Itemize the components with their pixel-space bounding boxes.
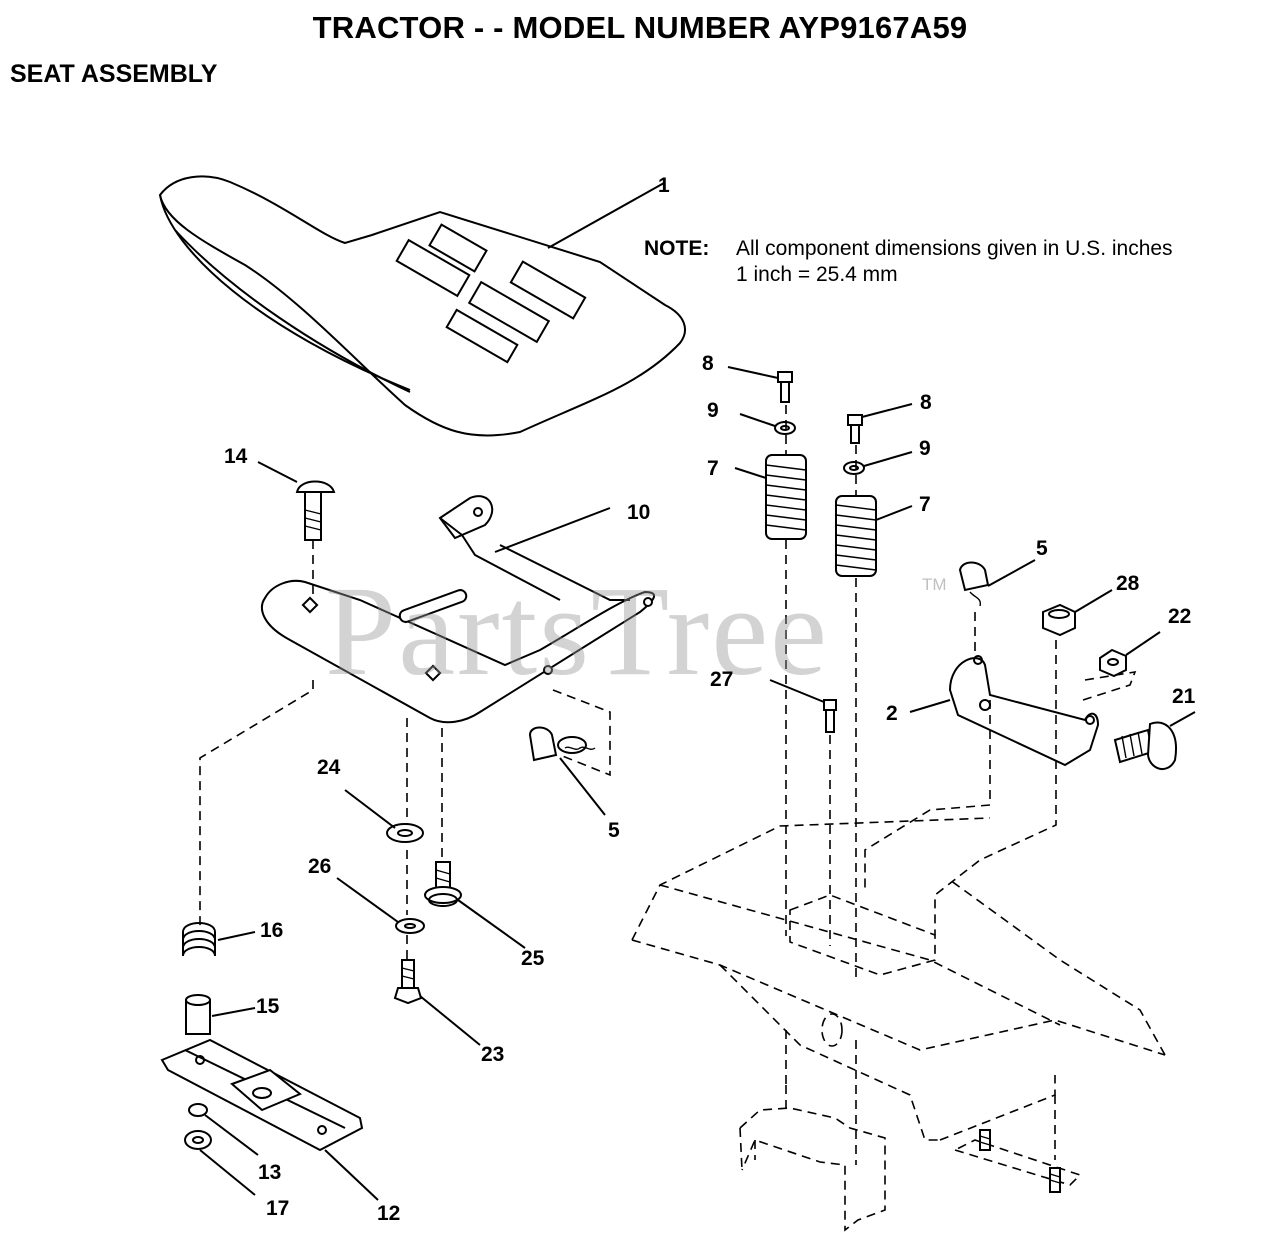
bolt-part-8-right — [847, 403, 913, 444]
callout-25[interactable]: 25 — [521, 947, 545, 970]
seat-pan-part-10 — [261, 495, 655, 724]
callout-15[interactable]: 15 — [256, 995, 280, 1018]
bolt-part-21 — [1113, 711, 1196, 770]
callout-8-left[interactable]: 8 — [702, 352, 714, 375]
callout-21[interactable]: 21 — [1172, 685, 1196, 708]
watermark-trademark: TM — [922, 575, 947, 594]
callout-7-right[interactable]: 7 — [919, 493, 931, 516]
callout-10[interactable]: 10 — [627, 501, 651, 524]
carriage-bolt-part-14 — [257, 461, 336, 600]
callout-27[interactable]: 27 — [710, 668, 734, 691]
washer-part-9-right — [843, 451, 913, 475]
callout-17[interactable]: 17 — [266, 1197, 290, 1220]
callout-13[interactable]: 13 — [258, 1161, 282, 1184]
spring-part-16 — [182, 922, 256, 957]
note-heading: NOTE: — [644, 237, 710, 260]
shoulder-bolt-part-25 — [424, 861, 526, 949]
frame-bolts — [979, 1129, 1061, 1193]
callout-5-left[interactable]: 5 — [608, 819, 620, 842]
callout-8-right[interactable]: 8 — [920, 391, 932, 414]
callout-9-right[interactable]: 9 — [919, 437, 931, 460]
washer-part-9-left — [739, 413, 796, 435]
seat-part-1 — [158, 175, 686, 437]
bolt-part-8-left — [727, 366, 793, 403]
callout-7-left[interactable]: 7 — [707, 457, 719, 480]
bushing-part-15 — [185, 994, 256, 1035]
callout-16[interactable]: 16 — [260, 919, 284, 942]
flange-nut-part-17 — [184, 1130, 256, 1196]
bracket-part-2 — [909, 655, 1100, 767]
callout-26[interactable]: 26 — [308, 855, 332, 878]
spring-part-7-left — [734, 454, 807, 540]
washer-part-26 — [395, 918, 425, 934]
page-title: TRACTOR - - MODEL NUMBER AYP9167A59 — [312, 10, 968, 45]
dimension-note: NOTE: All component dimensions given in U… — [644, 236, 1173, 288]
callout-2[interactable]: 2 — [886, 702, 898, 725]
nut-part-13 — [188, 1103, 259, 1156]
callout-24[interactable]: 24 — [317, 756, 341, 779]
spring-part-7-right — [835, 495, 913, 577]
callout-5-right[interactable]: 5 — [1036, 537, 1048, 560]
bolt-part-27 — [769, 679, 837, 733]
callout-12[interactable]: 12 — [377, 1202, 401, 1225]
section-title: SEAT ASSEMBLY — [10, 60, 218, 88]
callout-14[interactable]: 14 — [224, 445, 248, 468]
note-line-1: All component dimensions given in U.S. i… — [736, 237, 1173, 260]
washer-part-24 — [386, 823, 424, 843]
callout-9-left[interactable]: 9 — [707, 399, 719, 422]
seat-switch-part-5-left — [528, 689, 611, 816]
slide-plate-part-12 — [160, 1038, 379, 1201]
locknut-part-28 — [1042, 589, 1113, 637]
bolt-part-23 — [393, 959, 481, 1046]
nut-part-22 — [1099, 631, 1161, 678]
note-line-2: 1 inch = 25.4 mm — [736, 263, 898, 286]
tractor-frame-outline — [631, 640, 1166, 1232]
callout-22[interactable]: 22 — [1168, 605, 1192, 628]
callout-28[interactable]: 28 — [1116, 572, 1140, 595]
callout-1[interactable]: 1 — [658, 174, 670, 197]
callout-23[interactable]: 23 — [481, 1043, 505, 1066]
